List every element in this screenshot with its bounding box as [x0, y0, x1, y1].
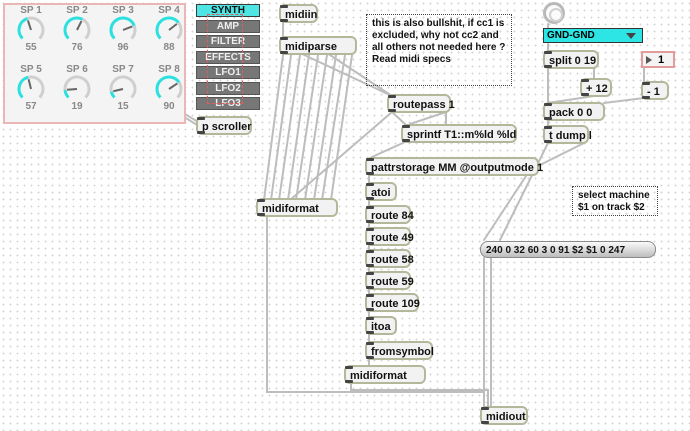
itoa-object[interactable]: itoa	[365, 316, 397, 335]
dial-knob[interactable]	[16, 75, 46, 101]
dial-value: 15	[117, 101, 129, 112]
dial-label: SP 6	[66, 64, 88, 75]
dial-knob[interactable]	[62, 16, 92, 42]
umenu-dropdown[interactable]: GND-GND	[543, 28, 643, 43]
dial-label: SP 3	[112, 5, 134, 16]
dial-label: SP 8	[158, 64, 180, 75]
midiout-object[interactable]: midiout	[480, 406, 528, 425]
midiin-object[interactable]: midiin	[279, 4, 318, 23]
dial-value: 88	[163, 42, 175, 53]
dial-value: 76	[71, 42, 83, 53]
route-84-object[interactable]: route 84	[365, 205, 414, 224]
dial-sp8[interactable]: SP 8 90	[147, 64, 191, 112]
number-value: 1	[658, 54, 665, 66]
dial-sp2[interactable]: SP 2 76	[55, 5, 99, 53]
dial-label: SP 4	[158, 5, 180, 16]
dial-sp5[interactable]: SP 5 57	[9, 64, 53, 112]
tab-lfo1[interactable]: LFO1	[196, 66, 260, 79]
tab-lfo2[interactable]: LFO2	[196, 81, 260, 95]
dial-value: 90	[163, 101, 175, 112]
dial-knob[interactable]	[108, 75, 138, 101]
tab-synth[interactable]: SYNTH	[196, 4, 260, 17]
dial-sp7[interactable]: SP 7 15	[101, 64, 145, 112]
dial-value: 96	[117, 42, 129, 53]
dial-knob[interactable]	[16, 16, 46, 42]
toggle-button[interactable]	[543, 2, 565, 24]
dial-label: SP 2	[66, 5, 88, 16]
midiparse-object[interactable]: midiparse	[279, 36, 357, 55]
midiformat-bottom-object[interactable]: midiformat	[344, 365, 426, 384]
plus-12-object[interactable]: + 12	[580, 78, 612, 97]
dial-panel	[3, 3, 186, 124]
dial-sp1[interactable]: SP 1 55	[9, 5, 53, 53]
tab-filter[interactable]: FILTER	[196, 35, 260, 48]
route-58-object[interactable]: route 58	[365, 249, 414, 268]
dial-value: 57	[25, 101, 37, 112]
umenu-value: GND-GND	[547, 30, 595, 41]
dial-sp3[interactable]: SP 3 96	[101, 5, 145, 53]
p-scroller-object[interactable]: p scroller	[196, 116, 252, 135]
tab-effects[interactable]: EFFECTS	[196, 50, 260, 64]
tab-amp[interactable]: AMP	[196, 19, 260, 33]
dial-label: SP 5	[20, 64, 42, 75]
fromsymbol-object[interactable]: fromsymbol	[365, 341, 434, 360]
minus-1-object[interactable]: - 1	[641, 81, 669, 100]
sysex-message-box[interactable]: 240 0 32 60 3 0 91 $2 $1 0 247	[480, 241, 656, 258]
comment-cc1-note: this is also bullshit, if cc1 is exclude…	[366, 14, 512, 86]
midiformat-left-object[interactable]: midiformat	[256, 198, 338, 217]
number-box[interactable]: 1	[641, 51, 675, 68]
route-49-object[interactable]: route 49	[365, 227, 414, 246]
dial-value: 55	[25, 42, 37, 53]
dial-knob[interactable]	[154, 75, 184, 101]
dial-sp6[interactable]: SP 6 19	[55, 64, 99, 112]
pattrstorage-object[interactable]: pattrstorage MM @outputmode 1	[365, 157, 543, 176]
pack-object[interactable]: pack 0 0	[543, 102, 605, 121]
dial-label: SP 7	[112, 64, 134, 75]
dial-knob[interactable]	[62, 75, 92, 101]
number-arrow-icon	[646, 56, 652, 64]
t-dump-object[interactable]: t dump l	[543, 125, 592, 144]
sprintf-object[interactable]: sprintf T1::m%ld %ld	[401, 124, 517, 143]
dial-value: 19	[71, 101, 83, 112]
route-109-object[interactable]: route 109	[365, 293, 420, 312]
comment-select-machine: select machine $1 on track $2	[572, 186, 658, 216]
routepass-object[interactable]: routepass 1	[387, 94, 455, 113]
selection-marquee	[207, 14, 243, 104]
atoi-object[interactable]: atoi	[365, 182, 397, 201]
dial-label: SP 1	[20, 5, 42, 16]
route-59-object[interactable]: route 59	[365, 271, 414, 290]
dial-knob[interactable]	[154, 16, 184, 42]
split-object[interactable]: split 0 19	[543, 50, 599, 69]
dial-sp4[interactable]: SP 4 88	[147, 5, 191, 53]
chevron-down-icon	[626, 33, 636, 39]
dial-knob[interactable]	[108, 16, 138, 42]
